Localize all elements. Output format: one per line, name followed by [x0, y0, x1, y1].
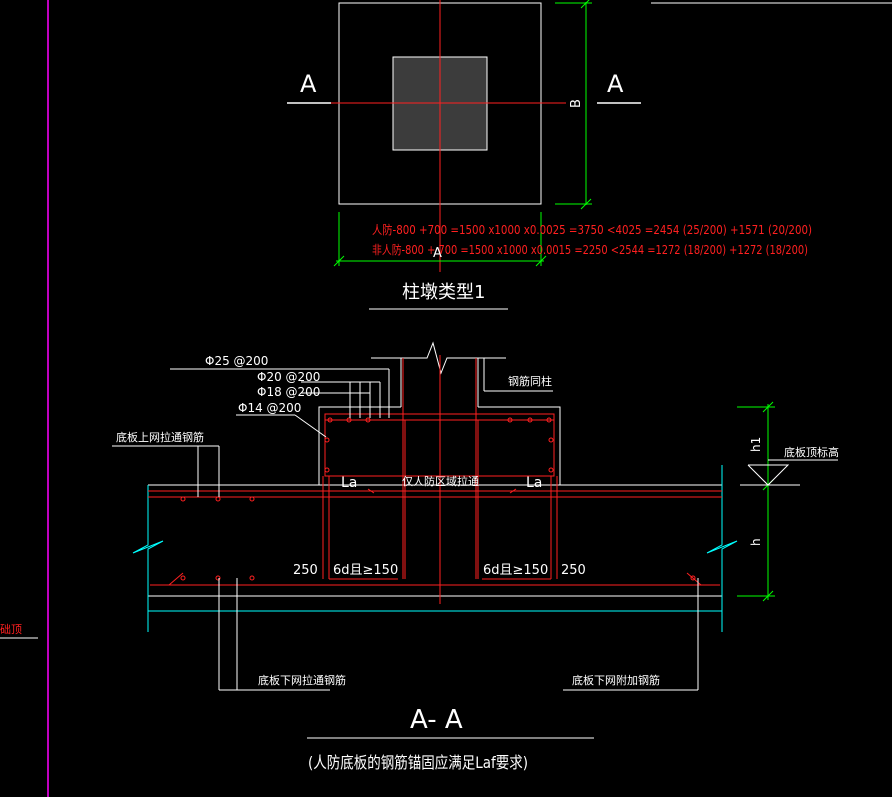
elevation-dimension — [737, 401, 775, 602]
leader-lines — [112, 358, 699, 691]
section-view: h1 h 底板顶标高 Φ25 @200 Φ20 @200 Φ18 @200 Φ1… — [112, 341, 839, 772]
formula-line-2: 非人防-800 + 700 =1500 x1000 x0.0015 =2250 … — [372, 242, 808, 257]
edge-label: 础顶 — [0, 623, 22, 636]
plan-title: 柱墩类型1 — [402, 282, 485, 303]
section-mark-right: A — [607, 70, 624, 98]
label-bottom-added: 底板下网附加钢筋 — [572, 673, 660, 687]
dimension-a-label: A — [433, 246, 442, 261]
label-slab-top-elev: 底板顶标高 — [784, 445, 839, 459]
dim-250-right: 250 — [561, 563, 586, 578]
rebar-group — [148, 358, 722, 586]
label-column-rebar: 钢筋同柱 — [508, 374, 552, 388]
dim-6d-right: 6d且≥150 — [483, 563, 548, 578]
la-right: La — [526, 475, 542, 491]
formula-line-1: 人防-800 +700 =1500 x1000 x0.0025 =3750 <4… — [372, 222, 812, 237]
elevation-symbol — [740, 459, 838, 486]
dimension-b — [555, 0, 592, 210]
dimension-a — [333, 212, 547, 267]
label-top-mesh: 底板上网拉通钢筋 — [116, 430, 204, 444]
rebar-label-20: Φ20 @200 — [257, 370, 320, 384]
rebar-label-18: Φ18 @200 — [257, 385, 320, 399]
label-bottom-mesh: 底板下网拉通钢筋 — [258, 673, 346, 687]
section-title: A- A — [410, 705, 463, 735]
plan-view: A A B A 人防-800 +700 =1500 x1000 x0.0025 … — [287, 0, 812, 310]
rebar-label-25: Φ25 @200 — [205, 354, 268, 368]
slab-left-break — [132, 485, 164, 632]
dim-6d-left: 6d且≥150 — [333, 563, 398, 578]
dim-250-left: 250 — [293, 563, 318, 578]
dimension-b-label: B — [569, 99, 584, 108]
section-mark-left: A — [300, 70, 317, 98]
dim-h1-label: h1 — [749, 437, 763, 452]
column-break-mark — [371, 341, 506, 375]
slab-right-break — [706, 465, 738, 632]
pier-right-edge — [478, 406, 561, 485]
rebar-label-14: Φ14 @200 — [238, 401, 301, 415]
la-left: La — [341, 475, 357, 491]
label-civil-defense: 仅人防区域拉通 — [402, 474, 479, 488]
dim-h-label: h — [749, 538, 763, 546]
section-note: (人防底板的钢筋锚固应满足Laf要求) — [308, 753, 528, 772]
pier-left-edge — [318, 406, 401, 485]
rebar-dots — [180, 417, 696, 581]
